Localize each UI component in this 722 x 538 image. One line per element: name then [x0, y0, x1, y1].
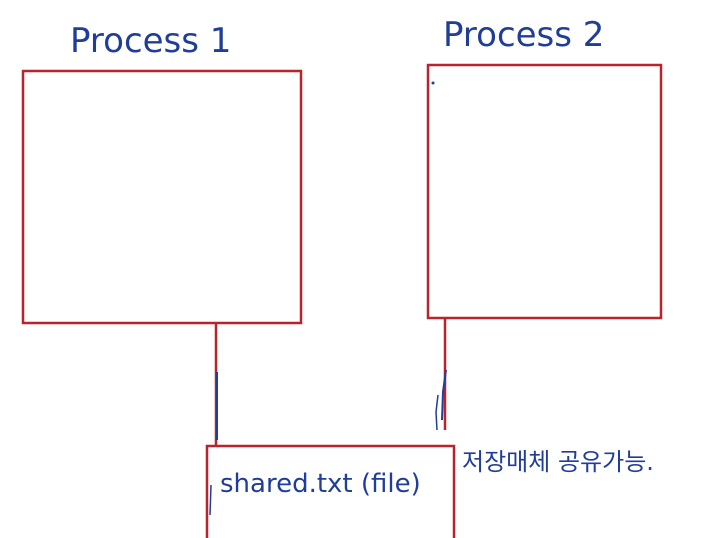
process-2-label: Process 2	[443, 15, 604, 55]
process-1-node: Process 1	[21, 21, 303, 325]
file-label: shared.txt (file)	[220, 469, 421, 499]
process-2-node: Process 2	[426, 15, 663, 320]
file-node: shared.txt (file)	[205, 444, 456, 538]
process-1-label: Process 1	[70, 21, 231, 61]
pen-strokes	[209, 369, 447, 516]
process-2-box	[426, 63, 663, 320]
file-box	[205, 444, 456, 538]
process-1-box	[21, 69, 303, 325]
shared-storage-note: 저장매체 공유가능.	[462, 448, 654, 476]
stray-dot	[431, 81, 435, 85]
connectors	[214, 318, 447, 446]
